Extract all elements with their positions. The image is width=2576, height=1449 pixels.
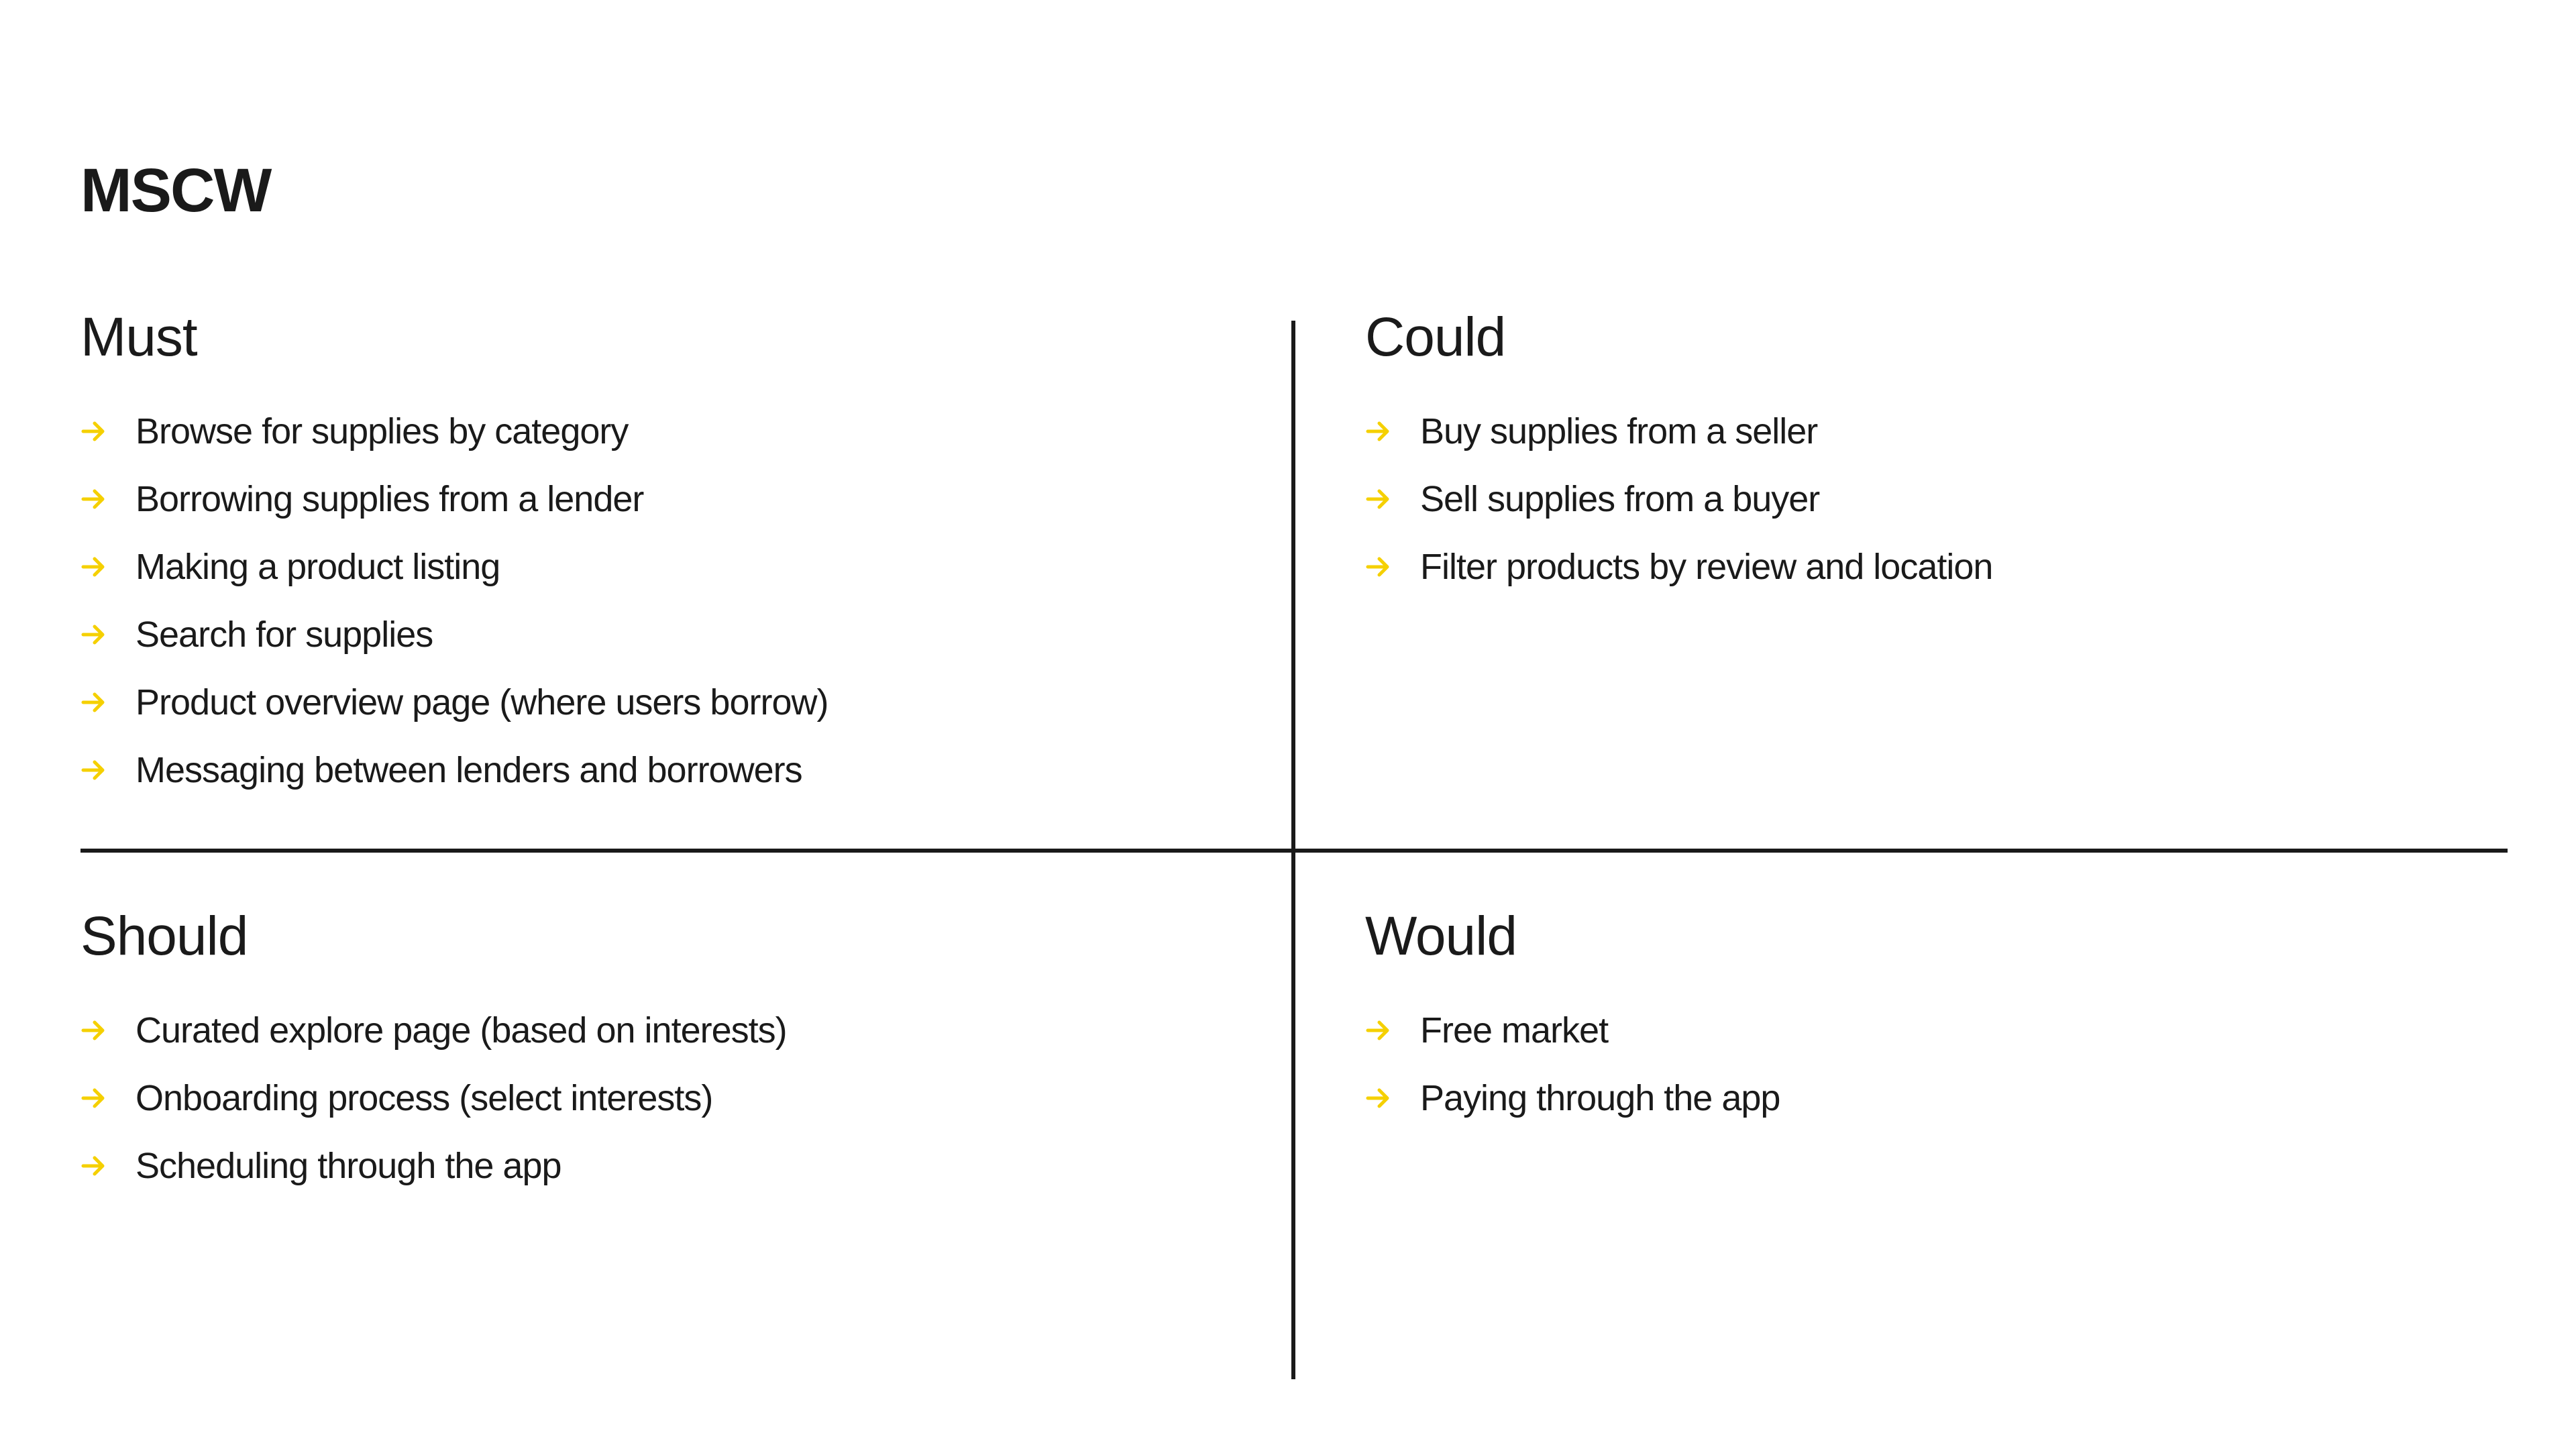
- arrow-right-icon: [80, 553, 136, 580]
- list-item-label: Product overview page (where users borro…: [136, 682, 828, 722]
- list-item: Buy supplies from a seller: [1365, 397, 1992, 465]
- list-item-label: Making a product listing: [136, 546, 500, 587]
- arrow-right-icon: [80, 621, 136, 648]
- list-item-label: Borrowing supplies from a lender: [136, 478, 644, 519]
- list-item: Paying through the app: [1365, 1064, 1780, 1132]
- list-item: Search for supplies: [80, 600, 828, 668]
- quadrant-heading-should: Should: [80, 906, 248, 967]
- list-item-label: Onboarding process (select interests): [136, 1077, 713, 1118]
- list-item-label: Scheduling through the app: [136, 1145, 562, 1186]
- list-item: Scheduling through the app: [80, 1132, 787, 1199]
- arrow-right-icon: [80, 757, 136, 784]
- list-item-label: Free market: [1420, 1010, 1609, 1051]
- list-item-label: Paying through the app: [1420, 1077, 1780, 1118]
- arrow-right-icon: [80, 1085, 136, 1112]
- quadrant-heading-could: Could: [1365, 307, 1506, 368]
- list-item: Product overview page (where users borro…: [80, 668, 828, 736]
- list-item-label: Browse for supplies by category: [136, 411, 629, 451]
- list-item-label: Messaging between lenders and borrowers: [136, 749, 803, 790]
- quadrant-heading-would: Would: [1365, 906, 1517, 967]
- quadrant-heading-must: Must: [80, 307, 198, 368]
- list-item-label: Search for supplies: [136, 614, 433, 655]
- list-item: Free market: [1365, 996, 1780, 1064]
- list-item-label: Sell supplies from a buyer: [1420, 478, 1820, 519]
- list-item: Onboarding process (select interests): [80, 1064, 787, 1132]
- quadrant-list-should: Curated explore page (based on interests…: [80, 996, 788, 1199]
- arrow-right-icon: [80, 1152, 136, 1179]
- list-item: Browse for supplies by category: [80, 397, 828, 465]
- list-item: Curated explore page (based on interests…: [80, 996, 788, 1064]
- list-item: Borrowing supplies from a lender: [80, 465, 828, 533]
- arrow-right-icon: [80, 1017, 136, 1044]
- arrow-right-icon: [1365, 553, 1420, 580]
- list-item: Making a product listing: [80, 533, 828, 600]
- arrow-right-icon: [1365, 1085, 1420, 1112]
- arrow-right-icon: [80, 689, 136, 716]
- arrow-right-icon: [1365, 418, 1420, 445]
- arrow-right-icon: [80, 418, 136, 445]
- page-title: MSCW: [80, 156, 272, 225]
- horizontal-divider: [80, 849, 2508, 853]
- quadrant-should: Should Curated explore page (based on in…: [80, 906, 788, 1199]
- list-item-label: Filter products by review and location: [1420, 546, 1993, 587]
- arrow-right-icon: [1365, 486, 1420, 513]
- arrow-right-icon: [1365, 1017, 1420, 1044]
- list-item-label: Curated explore page (based on interests…: [136, 1010, 788, 1051]
- arrow-right-icon: [80, 486, 136, 513]
- list-item: Sell supplies from a buyer: [1365, 465, 1992, 533]
- list-item: Messaging between lenders and borrowers: [80, 736, 828, 804]
- list-item: Filter products by review and location: [1365, 533, 1993, 600]
- list-item-label: Buy supplies from a seller: [1420, 411, 1818, 451]
